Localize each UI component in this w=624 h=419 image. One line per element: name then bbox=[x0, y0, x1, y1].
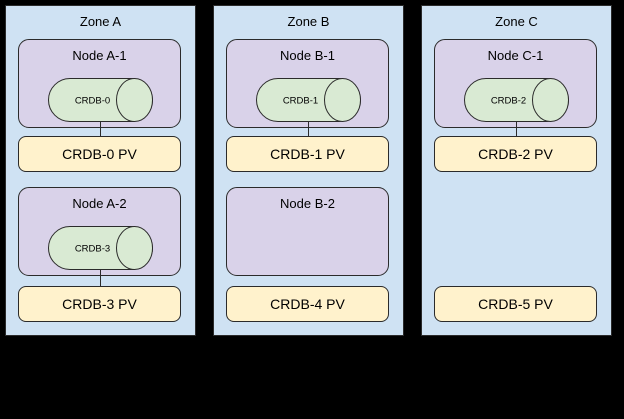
node-label-node-b-1: Node B-1 bbox=[280, 48, 335, 63]
node-label-node-c-1: Node C-1 bbox=[487, 48, 544, 63]
pv-label-crdb-0-pv: CRDB-0 PV bbox=[62, 146, 137, 162]
pv-box-crdb-5-pv: CRDB-5 PV bbox=[434, 286, 597, 322]
node-box-node-b-2: Node B-2 bbox=[226, 187, 389, 276]
zone-label-zone-c: Zone C bbox=[495, 14, 538, 29]
pv-label-crdb-5-pv: CRDB-5 PV bbox=[478, 296, 553, 312]
node-label-node-a-2: Node A-2 bbox=[72, 196, 127, 211]
pod-label-crdb-1: CRDB-1 bbox=[283, 96, 318, 107]
connector-line-crdb-3-pv bbox=[100, 269, 101, 286]
connector-line-crdb-2-pv bbox=[516, 121, 517, 136]
pod-label-crdb-3: CRDB-3 bbox=[75, 244, 110, 255]
pv-box-crdb-1-pv: CRDB-1 PV bbox=[226, 136, 389, 172]
pv-label-crdb-2-pv: CRDB-2 PV bbox=[478, 146, 553, 162]
pod-label-crdb-0: CRDB-0 bbox=[75, 96, 110, 107]
pod-cylinder-crdb-0: CRDB-0 bbox=[48, 78, 153, 122]
pv-box-crdb-4-pv: CRDB-4 PV bbox=[226, 286, 389, 322]
pod-cylinder-crdb-1: CRDB-1 bbox=[256, 78, 361, 122]
zone-label-zone-b: Zone B bbox=[287, 14, 330, 29]
pv-box-crdb-0-pv: CRDB-0 PV bbox=[18, 136, 181, 172]
node-label-node-a-1: Node A-1 bbox=[72, 48, 127, 63]
connector-line-crdb-1-pv bbox=[308, 121, 309, 136]
pv-label-crdb-1-pv: CRDB-1 PV bbox=[270, 146, 345, 162]
zone-label-zone-a: Zone A bbox=[79, 14, 122, 29]
pod-cylinder-crdb-2: CRDB-2 bbox=[464, 78, 569, 122]
pv-box-crdb-2-pv: CRDB-2 PV bbox=[434, 136, 597, 172]
connector-line-crdb-0-pv bbox=[100, 121, 101, 136]
pv-label-crdb-3-pv: CRDB-3 PV bbox=[62, 296, 137, 312]
pod-cylinder-crdb-3: CRDB-3 bbox=[48, 226, 153, 270]
pod-label-crdb-2: CRDB-2 bbox=[491, 96, 526, 107]
pv-label-crdb-4-pv: CRDB-4 PV bbox=[270, 296, 345, 312]
node-label-node-b-2: Node B-2 bbox=[280, 196, 335, 211]
pv-box-crdb-3-pv: CRDB-3 PV bbox=[18, 286, 181, 322]
